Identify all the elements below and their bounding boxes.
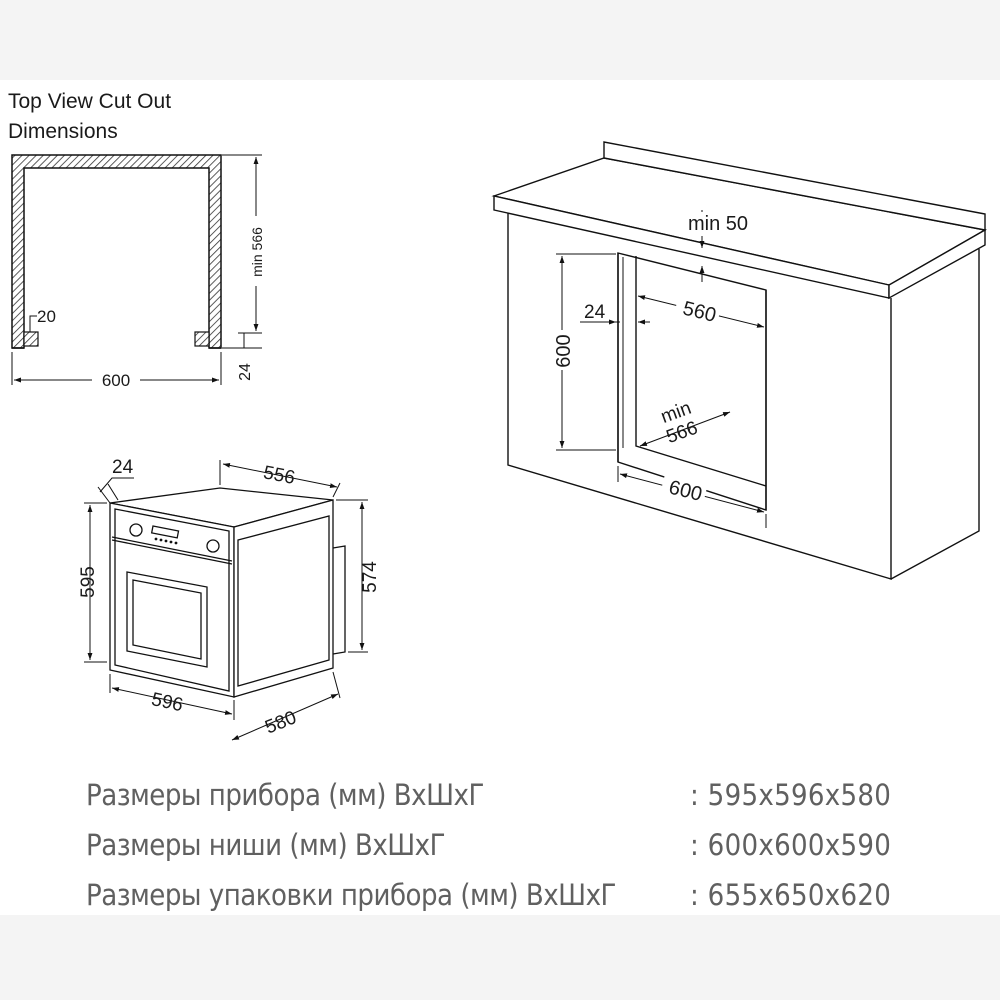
spec-value: : 655x650x620	[690, 878, 892, 912]
oven-door-window	[126, 571, 208, 668]
countertop-side	[888, 228, 986, 300]
spec-label: Размеры упаковки прибора (мм) ВхШхГ	[86, 878, 616, 912]
top-view-title-line1: Top View Cut Out	[8, 90, 171, 113]
oven-isometric	[84, 460, 368, 741]
top-view-title-line2: Dimensions	[8, 120, 118, 143]
spec-row-appliance: Размеры прибора (мм) ВхШхГ : 595x596x580	[86, 770, 946, 820]
spec-label: Размеры ниши (мм) ВхШхГ	[86, 828, 446, 862]
dim-oven-width: 596	[149, 689, 184, 716]
dim-cutout-depth: min 566	[249, 227, 265, 277]
cutout-left-support	[23, 331, 39, 347]
spec-value: : 595x596x580	[690, 778, 892, 812]
dim-line-oven-depth	[231, 693, 339, 741]
cutout-right-support	[194, 331, 210, 347]
dim-cabinet-top-gap: min 50	[688, 213, 748, 235]
oven-buttons	[154, 537, 178, 545]
dim-cabinet-width: 600	[667, 476, 705, 505]
dim-oven-front-panel: 24	[112, 457, 134, 478]
dim-cabinet-height: 600	[553, 334, 575, 367]
dim-line-oven-width	[111, 687, 233, 715]
spec-list: Размеры прибора (мм) ВхШхГ : 595x596x580…	[86, 770, 946, 920]
top-view-cutout: Top View Cut Out Dimensions 20 600 min 5…	[8, 90, 266, 390]
oven-knob-right	[206, 539, 220, 553]
spec-row-niche: Размеры ниши (мм) ВхШхГ : 600x600x590	[86, 820, 946, 870]
oven-knob-left	[129, 523, 143, 537]
dim-cutout-front: 24	[237, 363, 254, 381]
dim-oven-height: 595	[78, 566, 99, 598]
dim-line-oven-top	[222, 462, 338, 489]
dim-oven-top: 556	[261, 462, 296, 489]
spec-row-packaging: Размеры упаковки прибора (мм) ВхШхГ : 65…	[86, 870, 946, 920]
dim-cutout-wall: 20	[37, 307, 56, 326]
dim-oven-body-height: 574	[360, 561, 381, 593]
countertop-backsplash	[603, 141, 986, 231]
spec-value: : 600x600x590	[690, 828, 892, 862]
spec-label: Размеры прибора (мм) ВхШхГ	[86, 778, 484, 812]
oven-display	[150, 525, 180, 539]
dim-cutout-width: 600	[102, 371, 130, 390]
niche-opening	[617, 252, 767, 511]
dim-oven-depth: 580	[262, 707, 299, 738]
dim-cabinet-front-offset: 24	[584, 302, 606, 323]
